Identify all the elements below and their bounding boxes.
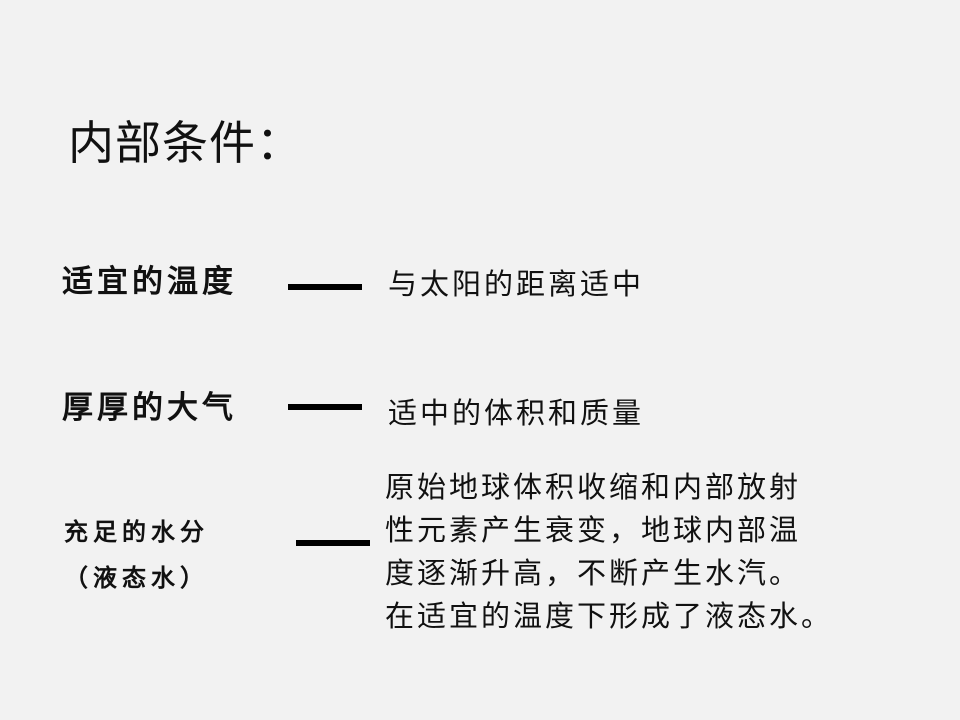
description-line: 度逐渐升高，不断产生水汽。	[385, 556, 802, 590]
condition-label-water-note: （液态水）	[64, 563, 209, 592]
description-line: 在适宜的温度下形成了液态水。	[385, 599, 834, 633]
dash-connector-atmosphere	[288, 404, 362, 410]
condition-label-atmosphere: 厚厚的大气	[62, 390, 237, 426]
dash-connector-temperature	[288, 284, 362, 290]
condition-label-temperature: 适宜的温度	[62, 264, 237, 300]
condition-description-temperature: 与太阳的距离适中	[388, 267, 645, 301]
dash-connector-water	[296, 540, 370, 546]
slide-title: 内部条件：	[68, 116, 303, 170]
description-line: 原始地球体积收缩和内部放射	[385, 470, 802, 504]
description-line: 性元素产生衰变，地球内部温	[385, 513, 802, 547]
condition-description-water: 原始地球体积收缩和内部放射 性元素产生衰变，地球内部温 度逐渐升高，不断产生水汽…	[385, 466, 833, 638]
condition-label-water: 充足的水分	[64, 517, 209, 546]
condition-description-atmosphere: 适中的体积和质量	[388, 396, 645, 430]
